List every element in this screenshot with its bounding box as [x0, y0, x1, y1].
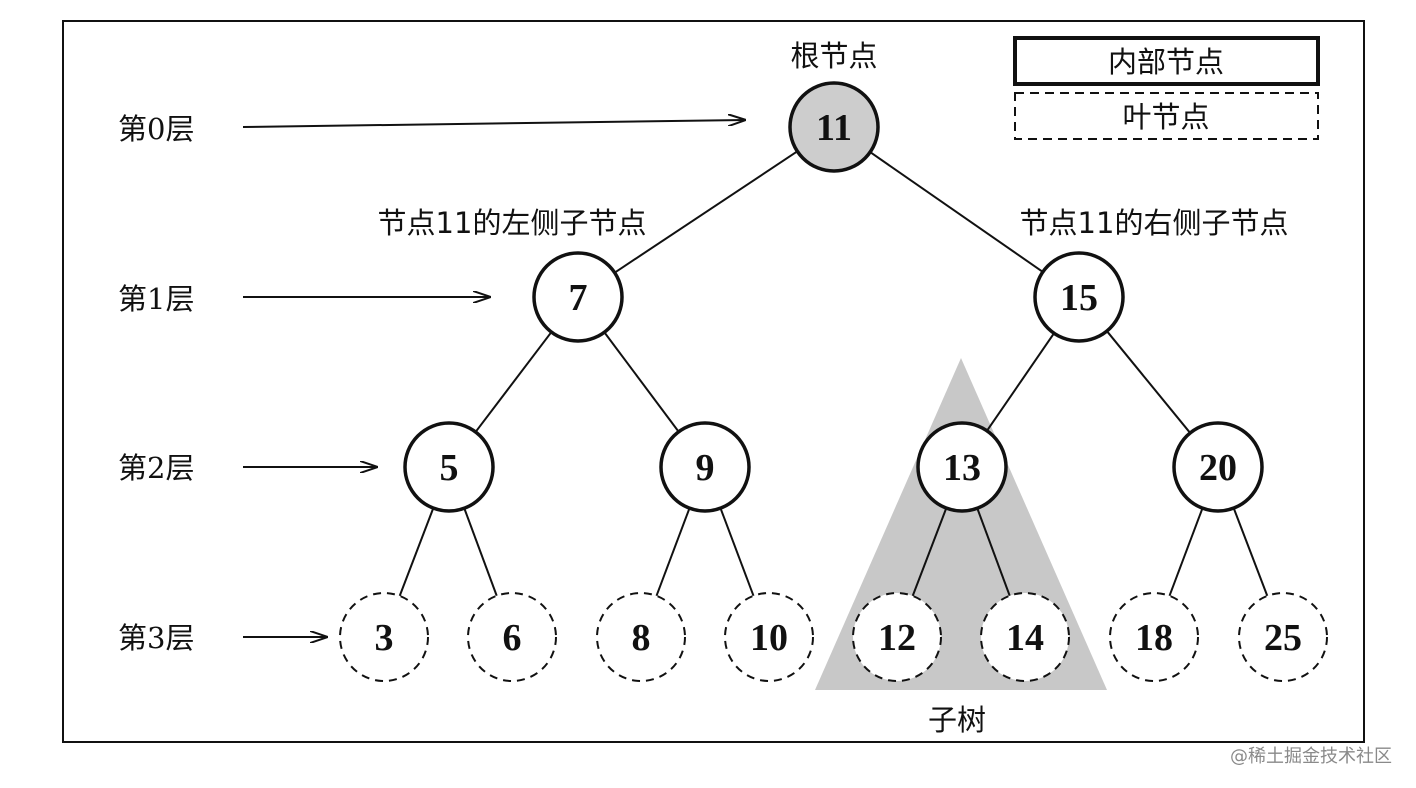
node-value: 5 — [440, 447, 459, 489]
edges-layer — [398, 150, 1269, 597]
edge-15-13 — [986, 332, 1055, 432]
legend-internal-label: 内部节点 — [1108, 45, 1224, 79]
node-value: 13 — [943, 447, 981, 489]
edge-7-5 — [474, 331, 553, 433]
legend: 内部节点 叶节点 — [1013, 36, 1320, 140]
tree-node-20: 20 — [1172, 421, 1264, 513]
edge-20-25 — [1232, 507, 1269, 597]
edge-20-18 — [1168, 507, 1204, 597]
legend-leaf-swatch — [1014, 92, 1319, 140]
leaf-node-circle — [1109, 592, 1199, 682]
nodes-layer: 11 7 15 5 9 13 20 3 6 8 10 12 14 18 25 — [339, 81, 1328, 682]
node-value: 14 — [1006, 617, 1044, 659]
internal-node-circle — [788, 81, 880, 173]
tree-node-14: 14 — [980, 592, 1070, 682]
edge-5-6 — [463, 507, 498, 597]
root-node-caption: 根节点 — [790, 39, 877, 73]
node-value: 7 — [569, 277, 588, 319]
internal-node-circle — [1172, 421, 1264, 513]
left-child-caption: 节点11的左侧子节点 — [378, 206, 647, 240]
edge-9-10 — [719, 507, 755, 597]
edge-11-7 — [614, 150, 798, 274]
edge-5-3 — [398, 507, 435, 597]
node-value: 18 — [1135, 617, 1173, 659]
leaf-node-circle — [724, 592, 814, 682]
tree-node-9: 9 — [659, 421, 751, 513]
level-1-row: 第1层 — [118, 282, 490, 316]
internal-node-circle — [916, 421, 1008, 513]
tree-node-5: 5 — [403, 421, 495, 513]
level-1-label: 第1层 — [118, 282, 194, 316]
leaf-node-circle — [339, 592, 429, 682]
node-value: 20 — [1199, 447, 1237, 489]
watermark-text: @稀土掘金技术社区 — [1230, 746, 1392, 767]
node-value: 6 — [503, 617, 522, 659]
edge-13-12 — [911, 507, 948, 597]
level-0-row: 第0层 — [118, 112, 745, 146]
tree-node-8: 8 — [596, 592, 686, 682]
tree-node-6: 6 — [467, 592, 557, 682]
tree-node-25: 25 — [1238, 592, 1328, 682]
node-value: 3 — [375, 617, 394, 659]
leaf-node-circle — [852, 592, 942, 682]
tree-node-11: 11 — [788, 81, 880, 173]
node-value: 15 — [1060, 277, 1098, 319]
leaf-node-circle — [467, 592, 557, 682]
node-value: 9 — [696, 447, 715, 489]
tree-node-13: 13 — [916, 421, 1008, 513]
legend-leaf-label: 叶节点 — [1122, 100, 1209, 134]
internal-node-circle — [403, 421, 495, 513]
tree-node-10: 10 — [724, 592, 814, 682]
leaf-node-circle — [1238, 592, 1328, 682]
edge-15-20 — [1106, 330, 1191, 434]
edge-7-9 — [603, 331, 680, 433]
edge-9-8 — [655, 507, 691, 597]
node-value: 8 — [632, 617, 651, 659]
internal-node-circle — [1033, 251, 1125, 343]
edge-13-14 — [976, 507, 1011, 597]
tree-node-12: 12 — [852, 592, 942, 682]
edge-11-15 — [869, 151, 1044, 273]
node-value: 25 — [1264, 617, 1302, 659]
internal-node-circle — [532, 251, 624, 343]
subtree-label: 子树 — [928, 703, 986, 737]
level-2-label: 第2层 — [118, 451, 194, 485]
node-value: 11 — [816, 107, 852, 149]
right-child-caption: 节点11的右侧子节点 — [1020, 206, 1289, 240]
leaf-node-circle — [596, 592, 686, 682]
internal-node-circle — [659, 421, 751, 513]
level-3-row: 第3层 — [118, 621, 327, 655]
tree-node-7: 7 — [532, 251, 624, 343]
diagram-frame — [62, 20, 1365, 743]
leaf-node-circle — [980, 592, 1070, 682]
level-0-arrow — [242, 120, 745, 128]
node-value: 10 — [750, 617, 788, 659]
tree-node-18: 18 — [1109, 592, 1199, 682]
tree-node-15: 15 — [1033, 251, 1125, 343]
level-0-label: 第0层 — [118, 112, 194, 146]
legend-internal-swatch — [1013, 36, 1320, 86]
level-3-label: 第3层 — [118, 621, 194, 655]
tree-node-3: 3 — [339, 592, 429, 682]
level-2-row: 第2层 — [118, 451, 377, 485]
node-value: 12 — [878, 617, 916, 659]
